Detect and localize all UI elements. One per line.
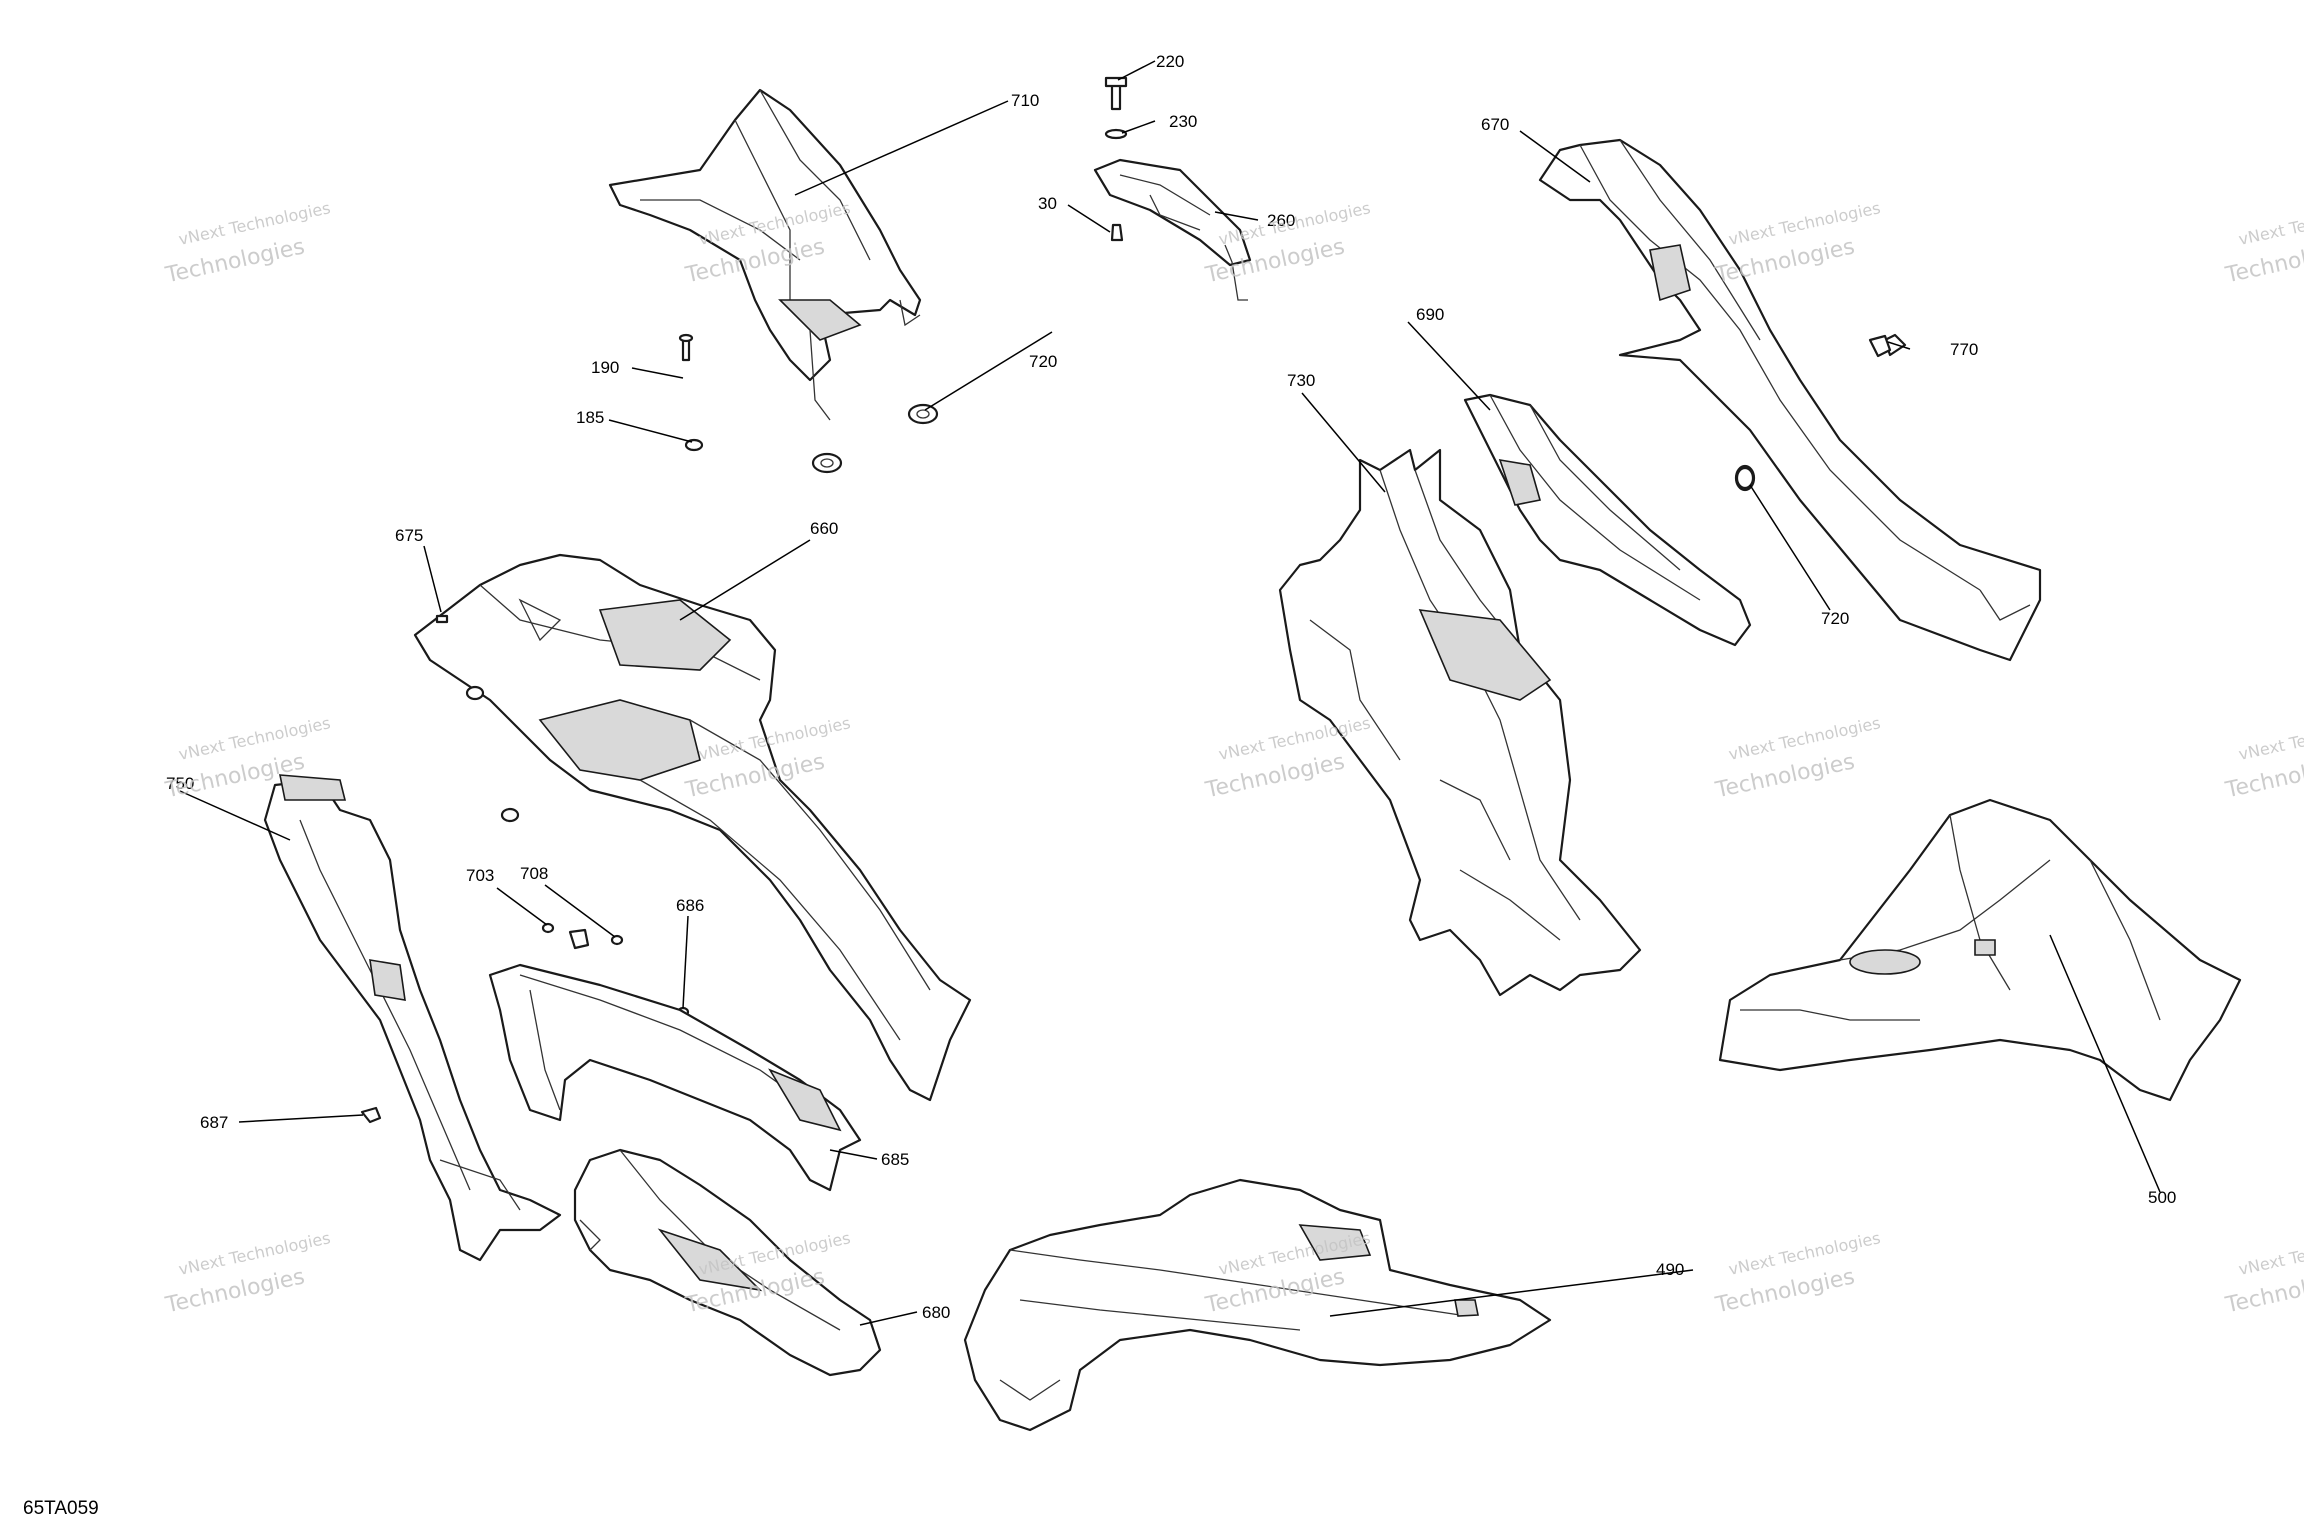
callout-687: 687 (200, 1113, 228, 1132)
part-260-bracket (1093, 76, 1252, 301)
callout-770: 770 (1950, 340, 1978, 359)
callout-675: 675 (395, 526, 423, 545)
svg-text:vNext Technologies: vNext Technologies (1727, 1228, 1882, 1279)
watermark: vNext Technologies Technologies (2223, 198, 2304, 288)
callout-230: 230 (1169, 112, 1197, 131)
part-500-rear-fender (1718, 798, 2242, 1102)
svg-text:vNext Technologies: vNext Technologies (2237, 198, 2304, 249)
callout-730: 730 (1287, 371, 1315, 390)
leader-lines (179, 60, 2161, 1326)
svg-text:vNext Technologies: vNext Technologies (1217, 198, 1372, 249)
callout-260: 260 (1267, 211, 1295, 230)
watermark: vNext Technologies Technologies (163, 198, 332, 288)
callout-686: 686 (676, 896, 704, 915)
callout-660: 660 (810, 519, 838, 538)
callout-690: 690 (1416, 305, 1444, 324)
watermark: vNext Technologies Technologies (1713, 713, 1882, 803)
callout-708: 708 (520, 864, 548, 883)
part-685-rail-bracket (488, 963, 862, 1192)
svg-text:vNext Technologies: vNext Technologies (177, 1228, 332, 1279)
callout-720-right: 720 (1821, 609, 1849, 628)
watermark: vNext Technologies Technologies (163, 1228, 332, 1318)
callout-490: 490 (1656, 1260, 1684, 1279)
part-750-vertical-bracket (263, 774, 562, 1262)
callout-685: 685 (881, 1150, 909, 1169)
part-660-side-panel (413, 553, 972, 1102)
svg-text:vNext Technologies: vNext Technologies (177, 713, 332, 764)
callout-220: 220 (1156, 52, 1184, 71)
callout-750: 750 (166, 774, 194, 793)
svg-text:vNext Technologies: vNext Technologies (1727, 713, 1882, 764)
svg-text:vNext Technologies: vNext Technologies (2237, 1228, 2304, 1279)
part-710-front-console (608, 88, 922, 421)
watermark: vNext Technologies Technologies (1203, 713, 1372, 803)
svg-text:vNext Technologies: vNext Technologies (2237, 713, 2304, 764)
svg-text:vNext Technologies: vNext Technologies (1727, 198, 1882, 249)
watermark: vNext Technologies Technologies (1713, 198, 1882, 288)
svg-text:vNext Technologies: vNext Technologies (177, 198, 332, 249)
callout-710: 710 (1011, 91, 1039, 110)
callout-labels: 710 220 230 30 260 670 190 720 185 690 7… (166, 52, 2176, 1322)
callout-680: 680 (922, 1303, 950, 1322)
callout-670: 670 (1481, 115, 1509, 134)
callout-190: 190 (591, 358, 619, 377)
callout-720: 720 (1029, 352, 1057, 371)
part-730-inner-panel (1278, 448, 1642, 997)
part-690-narrow-panel (1463, 393, 1752, 647)
callout-703: 703 (466, 866, 494, 885)
drawing-id-label: 65TA059 (23, 1498, 99, 1519)
watermark: vNext Technologies Technologies (2223, 1228, 2304, 1318)
fasteners-group-top-left (678, 333, 939, 474)
callout-185: 185 (576, 408, 604, 427)
part-680-lower-guard (573, 1148, 882, 1377)
callout-30: 30 (1038, 194, 1057, 213)
fasteners-group-right (1735, 334, 1892, 490)
callout-500: 500 (2148, 1188, 2176, 1207)
part-490-front-fender (963, 1178, 1552, 1432)
watermark: vNext Technologies Technologies (2223, 713, 2304, 803)
watermark: vNext Technologies Technologies (1713, 1228, 1882, 1318)
